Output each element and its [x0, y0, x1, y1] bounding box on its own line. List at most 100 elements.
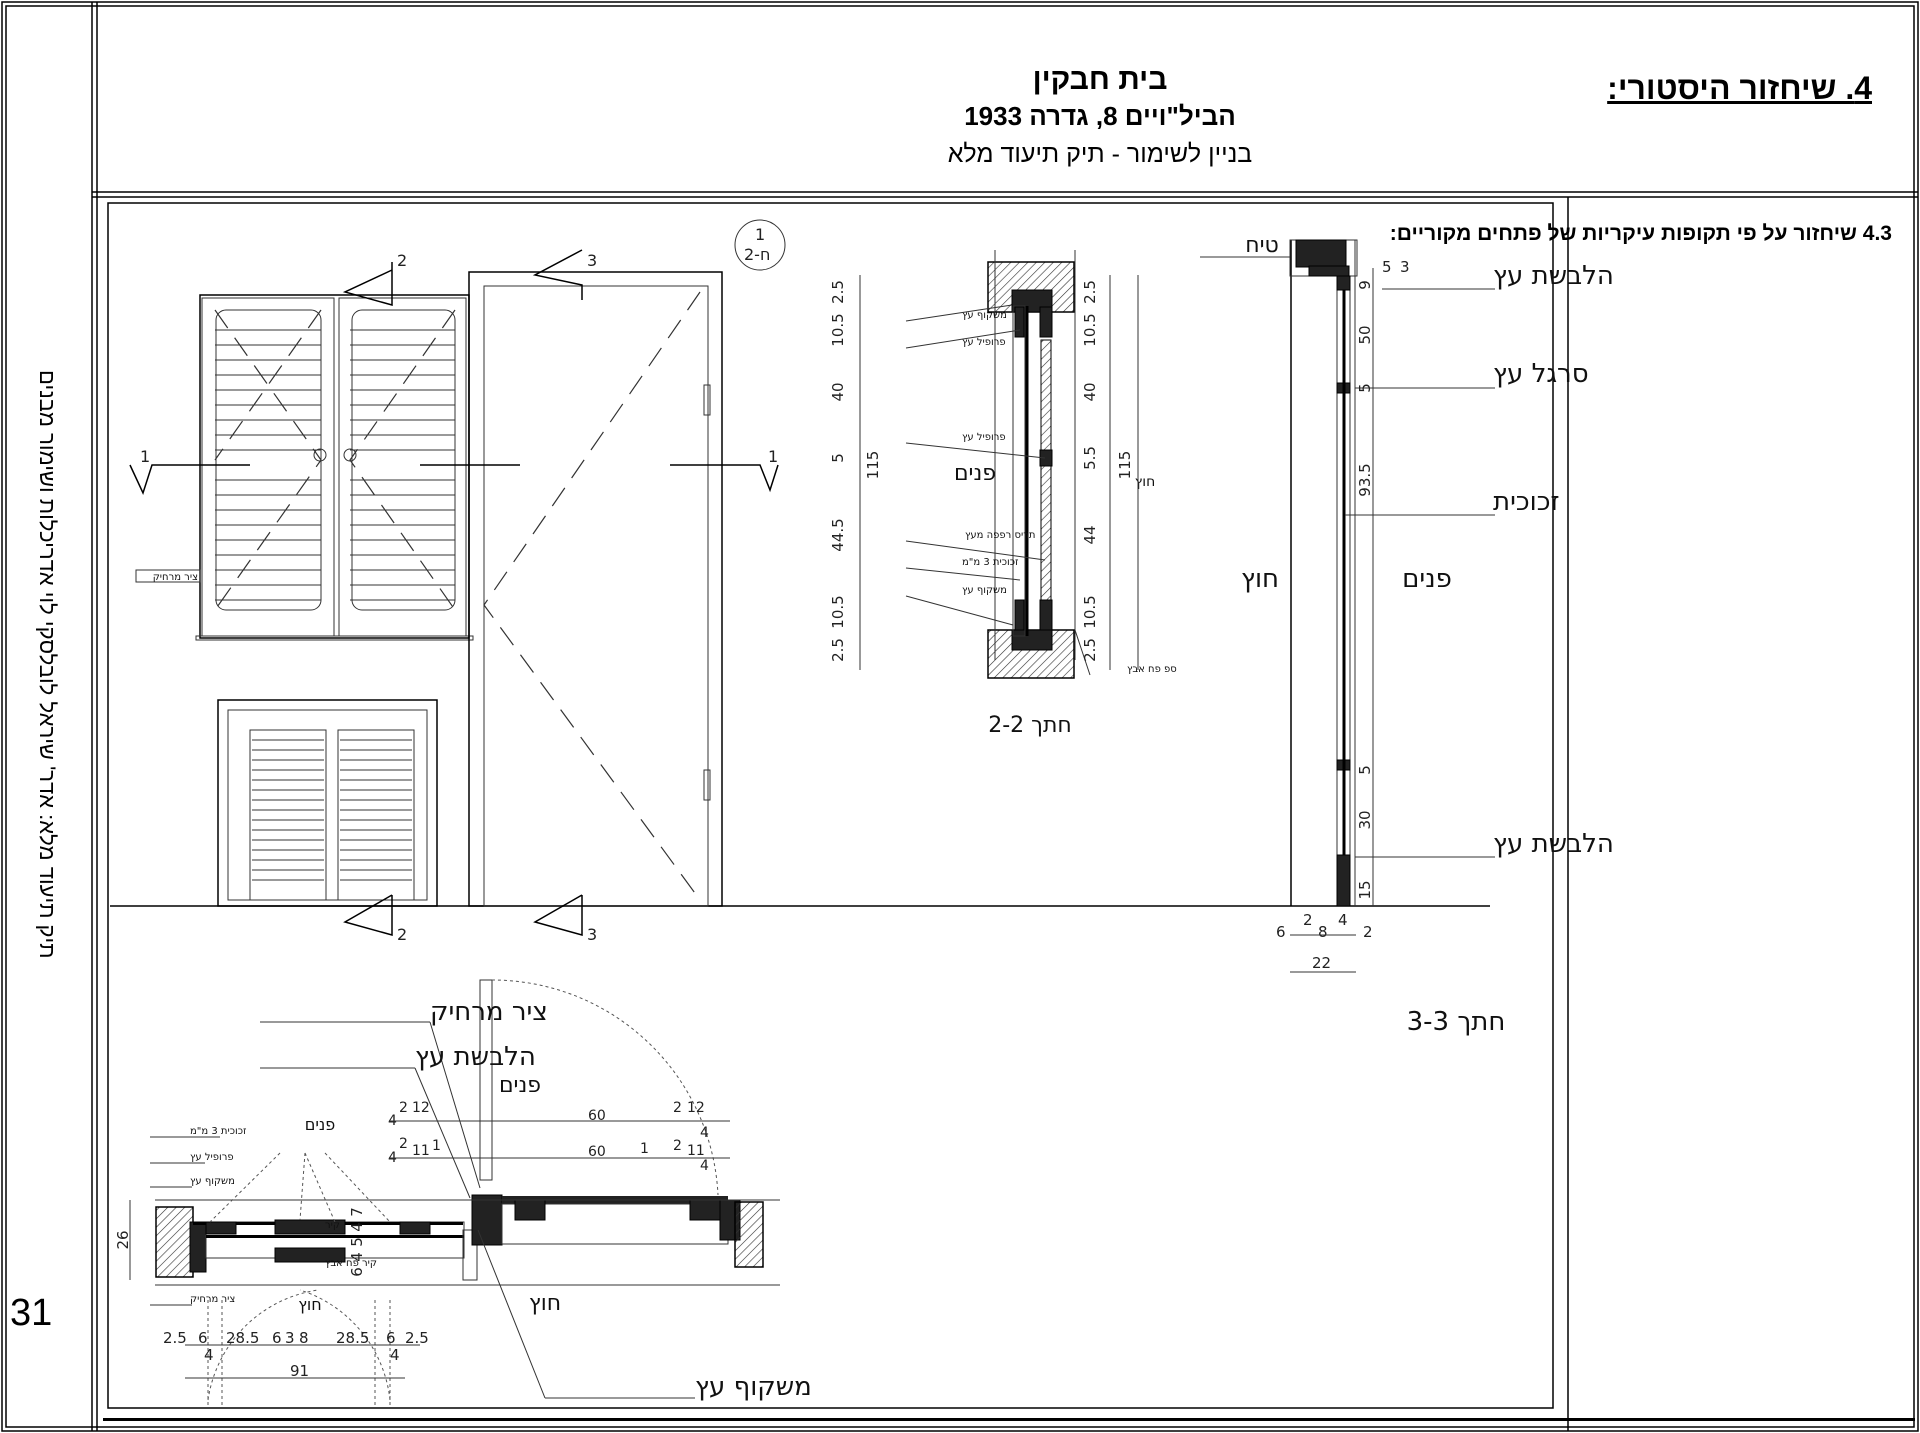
drawing-label: 15: [1356, 880, 1374, 899]
drawing-label: 11: [412, 1143, 430, 1159]
drawing-label: 22: [1312, 954, 1331, 972]
drawing-label: 4: [1338, 911, 1348, 929]
plan-label-casing: הלבשת עץ: [415, 1042, 536, 1072]
section-2-2-title: חתך 2-2: [988, 713, 1072, 738]
drawing-label: 6: [1276, 923, 1286, 941]
drawing-label: 2: [399, 1136, 408, 1152]
drawing-label: 8: [1318, 923, 1328, 941]
drawing-label: 8: [299, 1329, 309, 1347]
drawing-label: 50: [1356, 325, 1374, 344]
drawing-label: פנים: [954, 461, 996, 486]
section-3-3-title: חתך 3-3: [1407, 1007, 1506, 1037]
drawing-label: 4: [700, 1158, 709, 1174]
drawing-label: 2: [1363, 923, 1373, 941]
drawing-label: 2: [673, 1100, 682, 1116]
drawing-label: 2.5: [1081, 280, 1099, 304]
drawing-label: 2: [1303, 911, 1313, 929]
drawing-label: 115: [864, 451, 882, 480]
drawing-label: קיר פח אבץ: [325, 1258, 377, 1269]
drawing-label: קיר: [325, 1220, 340, 1231]
drawing-label: 9: [1356, 280, 1374, 290]
drawing-label: 7: [348, 1207, 366, 1217]
drawing-label: זכוכית 3 מ"מ: [190, 1126, 247, 1137]
drawing-label: 6: [198, 1329, 208, 1347]
drawing-label: הלבשת עץ: [1493, 829, 1614, 859]
drawing-label: 2.5: [163, 1329, 187, 1347]
drawing-label: 1: [640, 1141, 649, 1157]
subsection-heading: 4.3 שיחזור על פי תקופות עיקריות של פתחים…: [1389, 222, 1892, 245]
drawing-label: 2-ח: [744, 245, 770, 264]
drawing-label: 6: [386, 1329, 396, 1347]
section-mark-3-top: 3: [587, 251, 597, 270]
drawing-label: ציר מרחיק: [190, 1294, 235, 1305]
drawing-label: 40: [1081, 382, 1099, 401]
drawing-label: הלבשת עץ: [1493, 261, 1614, 291]
drawing-label: 2: [673, 1138, 682, 1154]
section-mark-1-right: 1: [768, 447, 778, 466]
drawing-label: חוץ: [1241, 564, 1279, 594]
building-name: בית חבקין: [1032, 63, 1168, 96]
drawing-label: 5: [829, 453, 847, 463]
drawing-label: פנים: [305, 1115, 336, 1134]
section-3-3: טיח הלבשת עץ סרגל עץ זכוכית הלבשת עץ חוץ…: [1200, 233, 1614, 1037]
drawing-label: 2.5: [405, 1329, 429, 1347]
drawing-label: פרופיל עץ: [962, 337, 1006, 348]
plan-drawing: ציר מרחיק הלבשת עץ משקוף עץ פנים פנים חו…: [114, 979, 812, 1405]
drawing-label: 28.5: [336, 1329, 369, 1347]
drawing-label: 91: [290, 1362, 309, 1380]
drawing-label: 60: [588, 1144, 606, 1160]
drawing-label: תריס רפפה מעץ: [965, 530, 1035, 541]
drawing-label: 10.5: [1081, 313, 1099, 346]
drawing-label: 28.5: [226, 1329, 259, 1347]
drawing-label: 5: [348, 1237, 366, 1247]
section-mark-3-bottom: 3: [587, 925, 597, 944]
drawing-label: 4: [390, 1346, 400, 1364]
drawing-label: 5: [1356, 765, 1374, 775]
drawing-label: משקוף עץ: [190, 1176, 235, 1187]
drawing-label: פנים: [1402, 564, 1452, 594]
section-mark-2-top: 2: [397, 251, 407, 270]
drawing-label: 11: [687, 1143, 705, 1159]
section-2-2-labels: משקוף עץ פרופיל עץ פרופיל עץ תריס רפפה מ…: [905, 304, 1177, 738]
drawing-label: 4: [348, 1222, 366, 1232]
drawing-label: 1: [432, 1138, 441, 1154]
building-address: הביל"ויים 8, גדרה 1933: [964, 101, 1236, 131]
shutter-louvers: [214, 309, 456, 611]
drawing-label: 44: [1081, 525, 1099, 544]
section-mark-2-bottom: 2: [397, 925, 407, 944]
drawing-label: פרופיל עץ: [962, 432, 1006, 443]
drawing-label: חוץ: [1135, 474, 1156, 490]
drawing-label: 5.5: [1081, 446, 1099, 470]
section-mark-1-left: 1: [140, 447, 150, 466]
drawing-label: פרופיל עץ: [190, 1152, 234, 1163]
drawing-label: 12: [412, 1100, 430, 1116]
drawing-label: 2.5: [829, 638, 847, 662]
drawing-label: 115: [1116, 451, 1134, 480]
drawing-label: 12: [687, 1100, 705, 1116]
drawing-label: 5: [1356, 383, 1374, 393]
section-2-2-dims: 2.5 10.5 40 5 44.5 10.5 2.5 115 2.5 10.5…: [829, 275, 1139, 670]
drawing-label: 26: [114, 1230, 132, 1249]
section-2-2: משקוף עץ פרופיל עץ פרופיל עץ תריס רפפה מ…: [829, 250, 1177, 738]
drawing-label: חוץ: [529, 1291, 561, 1316]
drawing-label: 44.5: [829, 518, 847, 551]
drawing-label: 6: [348, 1267, 366, 1277]
elevation-drawing: 1 1 2 2 3 3 1 2-ח ציר מרחיק: [110, 219, 1490, 944]
drawing-label: משקוף עץ: [962, 310, 1007, 321]
drawing-label: טיח: [1245, 233, 1279, 258]
label-hinge: ציר מרחיק: [153, 572, 198, 583]
drawing-label: 30: [1356, 810, 1374, 829]
drawing-label: זכוכית 3 מ"מ: [962, 557, 1019, 568]
drawing-label: חוץ: [298, 1295, 321, 1314]
drawing-label: 4: [700, 1125, 709, 1141]
drawing-label: סרגל עץ: [1493, 359, 1589, 389]
drawing-label: 4: [348, 1252, 366, 1262]
section-heading: 4. שיחזור היסטורי:: [1607, 70, 1872, 106]
page-header-title-block: בית חבקין הביל"ויים 8, גדרה 1933 בניין ל…: [780, 62, 1420, 174]
sidebar-caption: תיק תיעוד מלא: אדר' שיראל לובלסקי לוי אד…: [35, 369, 60, 959]
drawing-label: 93.5: [1356, 463, 1374, 496]
drawing-label: 10.5: [829, 313, 847, 346]
